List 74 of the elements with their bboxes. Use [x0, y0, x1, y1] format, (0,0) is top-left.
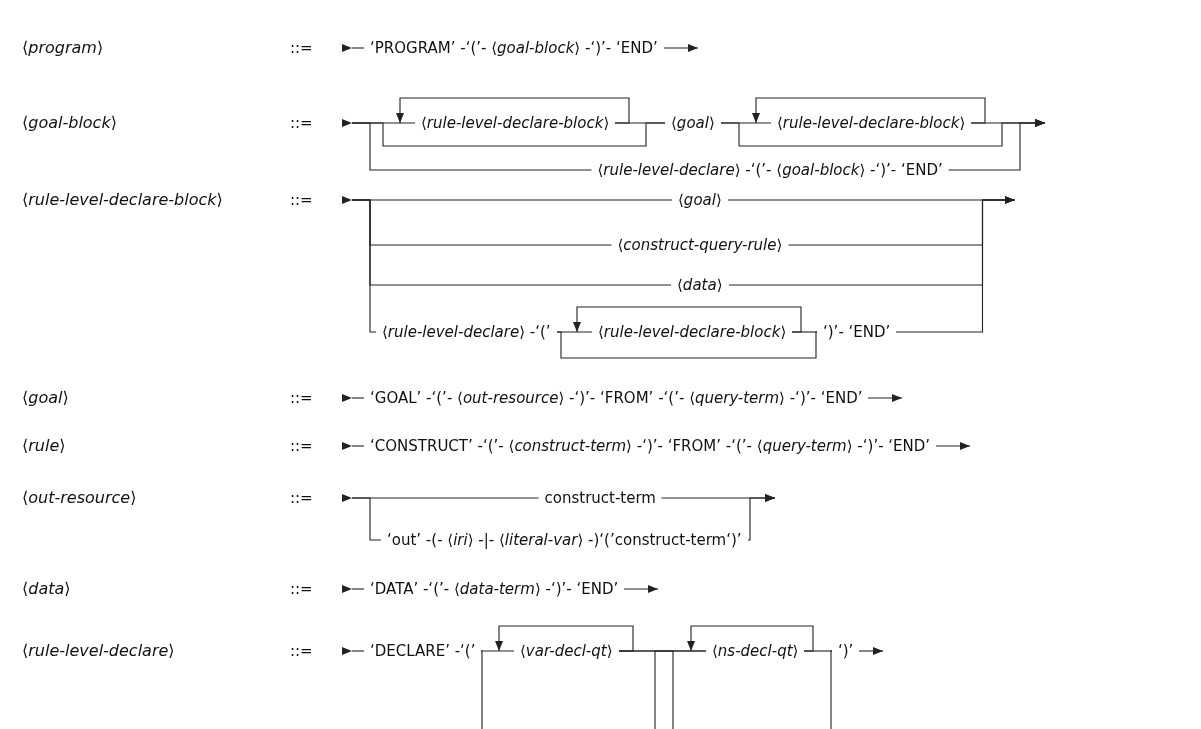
syntax-term: ‘)’- ‘END’ — [823, 322, 891, 342]
definition-symbol: ::= — [290, 388, 313, 408]
arrow — [858, 647, 884, 655]
syntax-term: ‘PROGRAM’ -‘(’- ⟨goal-block⟩ -‘)’- ‘END’ — [370, 38, 658, 58]
syntax-term: construct-term — [544, 488, 656, 508]
syntax-term: ⟨data⟩ — [677, 275, 723, 295]
arrow — [752, 97, 986, 124]
syntax-term: ‘out’ -(- ⟨iri⟩ -|- ⟨literal-var⟩ -)‘(’construct-term‘)’ — [387, 530, 742, 550]
arrow — [495, 625, 634, 652]
rule-name: ⟨program⟩ — [22, 38, 104, 58]
rail-line — [803, 650, 833, 652]
definition-symbol: ::= — [290, 38, 313, 58]
syntax-term: ⟨rule-level-declare⟩ -‘(’- ⟨goal-block⟩ -‘)’- ‘END’ — [597, 160, 943, 180]
arrow — [663, 44, 699, 52]
arrow — [687, 625, 814, 652]
rail-line — [351, 588, 365, 590]
definition-symbol: ::= — [290, 436, 313, 456]
rail-line — [614, 122, 666, 124]
rail-line — [480, 650, 483, 729]
syntax-term: ‘GOAL’ -‘(’- ⟨out-resource⟩ -‘)’- ‘FROM’ -‘(’- ⟨query-term⟩ -‘)’- ‘END’ — [370, 388, 863, 408]
rule-name: ⟨goal-block⟩ — [22, 113, 117, 133]
syntax-term: ⟨construct-query-rule⟩ — [617, 235, 783, 255]
syntax-term: ⟨goal⟩ — [671, 113, 715, 133]
arrow — [935, 442, 971, 450]
definition-symbol: ::= — [290, 579, 313, 599]
arrow — [573, 306, 802, 333]
syntax-term: ‘)’ — [838, 641, 854, 661]
arrow — [747, 494, 776, 541]
definition-symbol: ::= — [290, 190, 313, 210]
rule-name: ⟨rule-level-declare-block⟩ — [22, 190, 223, 210]
arrow — [947, 119, 1046, 171]
rail-line — [351, 122, 593, 171]
rail-line — [480, 650, 515, 652]
definition-symbol: ::= — [290, 488, 313, 508]
arrow — [623, 585, 659, 593]
definition-symbol: ::= — [290, 113, 313, 133]
syntax-term: ‘CONSTRUCT’ -‘(’- ⟨construct-term⟩ -‘)’- ‘FROM’ -‘(’- ⟨query-term⟩ -‘)’- ‘END’ — [370, 436, 931, 456]
syntax-term: ‘DECLARE’ -‘(’ — [370, 641, 476, 661]
syntax-term: ⟨rule-level-declare-block⟩ — [777, 113, 966, 133]
syntax-term: ‘DATA’ -‘(’- ⟨data-term⟩ -‘)’- ‘END’ — [370, 579, 619, 599]
rule-name: ⟨rule-level-declare⟩ — [22, 641, 175, 661]
start-marker — [342, 442, 352, 450]
start-marker — [342, 494, 352, 502]
rule-name: ⟨goal⟩ — [22, 388, 69, 408]
syntax-term: ⟨ns-decl-qt⟩ — [712, 641, 799, 661]
rule-name: ⟨out-resource⟩ — [22, 488, 137, 508]
rail-line — [830, 650, 833, 729]
start-marker — [342, 196, 352, 204]
start-marker — [342, 394, 352, 402]
rail-line — [351, 497, 382, 541]
arrow — [867, 394, 903, 402]
rail-line — [618, 650, 674, 729]
syntax-term: ⟨var-decl-qt⟩ — [520, 641, 613, 661]
rail-line — [351, 650, 365, 652]
arrow — [895, 196, 1016, 333]
syntax-term: ⟨rule-level-declare-block⟩ — [598, 322, 787, 342]
rail-line — [351, 445, 365, 447]
rail-line — [791, 331, 818, 333]
rail-line — [556, 331, 818, 359]
arrow — [396, 97, 630, 124]
definition-symbol: ::= — [290, 641, 313, 661]
rule-name: ⟨rule⟩ — [22, 436, 66, 456]
rail-line — [351, 47, 365, 49]
start-marker — [342, 585, 352, 593]
start-marker — [342, 44, 352, 52]
rule-name: ⟨data⟩ — [22, 579, 71, 599]
syntax-term: ⟨goal⟩ — [678, 190, 722, 210]
rail-line — [351, 397, 365, 399]
syntax-term: ⟨rule-level-declare-block⟩ — [421, 113, 610, 133]
rail-line — [351, 199, 377, 333]
syntax-term: ⟨rule-level-declare⟩ -‘(’ — [382, 322, 551, 342]
start-marker — [342, 119, 352, 127]
rail-line — [654, 650, 707, 729]
start-marker — [342, 647, 352, 655]
